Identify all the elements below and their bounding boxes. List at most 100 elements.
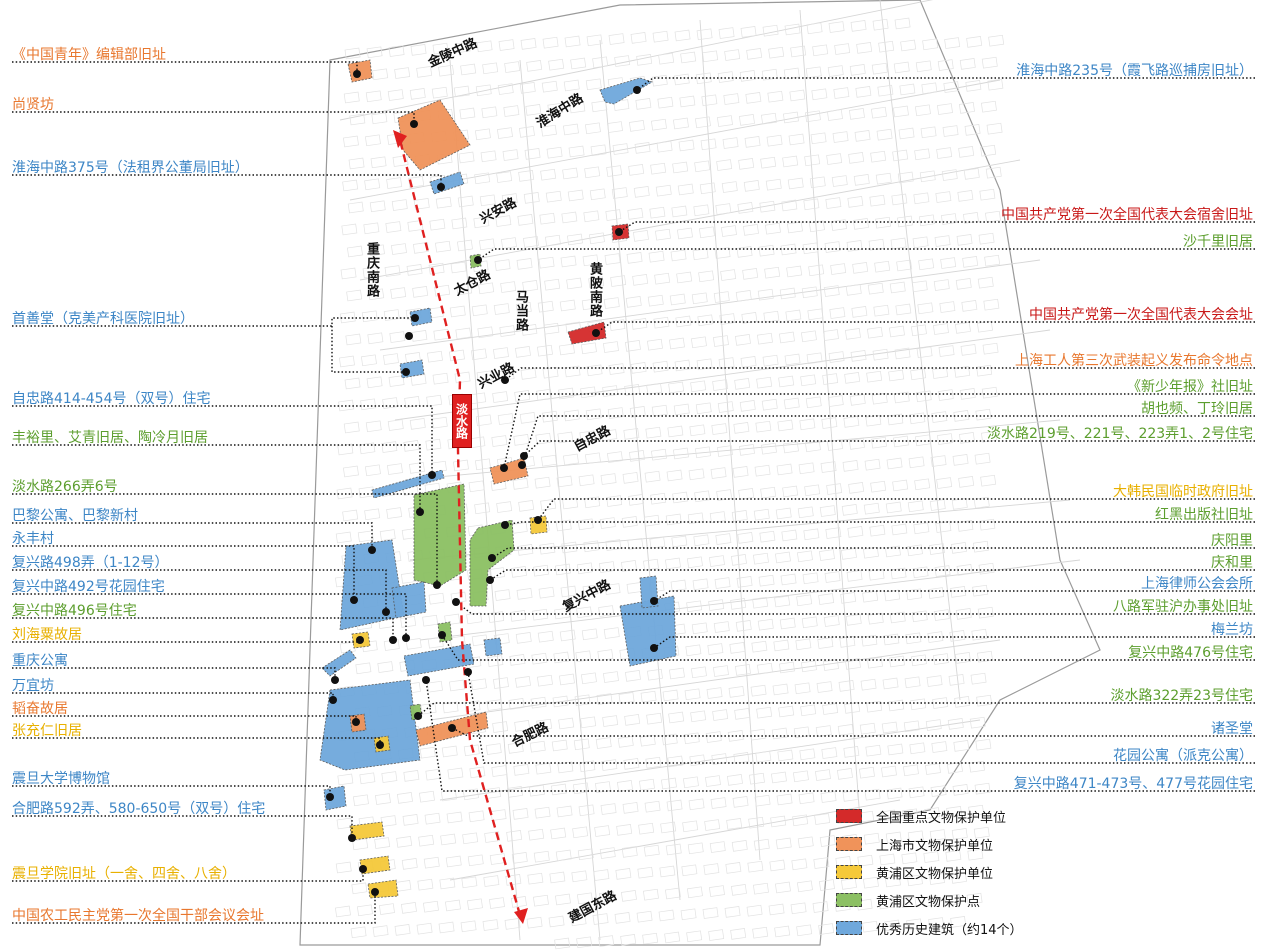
building-footprint [625, 670, 641, 682]
building-footprint [913, 522, 930, 535]
building-footprint [584, 166, 601, 179]
building-footprint [806, 22, 823, 35]
site-marker-dot [500, 464, 508, 472]
building-footprint [757, 662, 773, 675]
building-footprint [828, 21, 845, 33]
road-label-danshui: 淡水路 [452, 394, 472, 448]
building-footprint [974, 782, 991, 795]
building-footprint [501, 237, 517, 249]
building-footprint [510, 610, 527, 622]
building-footprint [666, 799, 683, 812]
building-footprint [515, 632, 532, 644]
building-footprint [825, 197, 842, 209]
building-footprint [481, 106, 498, 119]
site-label-left: 淡水路266弄6号 [12, 479, 118, 495]
parcel-aurora-museum [323, 785, 347, 811]
site-label-left: 万宜坊 [12, 678, 54, 694]
building-footprint [922, 38, 939, 51]
building-footprint [653, 316, 670, 329]
building-footprint [384, 265, 401, 277]
leader-left [12, 617, 394, 640]
building-footprint [736, 246, 753, 258]
site-marker-dot [411, 314, 419, 322]
building-footprint [616, 824, 633, 836]
building-footprint [873, 304, 890, 317]
site-marker-dot [438, 631, 446, 639]
building-footprint [400, 616, 417, 628]
building-footprint [950, 916, 967, 928]
building-footprint [505, 874, 522, 886]
building-footprint [747, 860, 764, 873]
building-footprint [435, 240, 451, 253]
building-footprint [566, 277, 583, 290]
parcel-zizhong-414 [371, 469, 445, 499]
building-footprint [381, 441, 398, 453]
building-footprint [703, 863, 720, 875]
legend-label: 黄浦区文物保护点 [876, 894, 981, 910]
building-footprint [534, 476, 551, 489]
building-footprint [944, 894, 961, 906]
building-footprint [379, 529, 396, 541]
building-footprint [475, 414, 492, 427]
building-footprint [361, 354, 377, 367]
site-label-right: 梅兰坊 [1211, 622, 1253, 638]
building-footprint [363, 222, 380, 235]
building-footprint [784, 353, 801, 366]
site-label-right: 花园公寓（派克公寓） [1113, 748, 1253, 764]
building-footprint [580, 716, 597, 729]
building-footprint [453, 459, 469, 472]
leader-right [653, 636, 1255, 649]
building-footprint [907, 544, 923, 557]
building-footprint [647, 668, 663, 681]
building-footprint [691, 292, 708, 305]
building-footprint [581, 298, 598, 311]
leader-left [12, 444, 421, 512]
building-footprint [716, 159, 733, 171]
building-footprint [802, 572, 819, 585]
building-footprint [843, 416, 860, 428]
building-footprint [708, 929, 725, 941]
site-marker-dot [410, 120, 418, 128]
building-footprint [979, 188, 996, 201]
site-marker-dot [416, 508, 424, 516]
building-footprint [726, 818, 743, 830]
building-footprint [612, 143, 629, 155]
building-footprint [866, 370, 883, 383]
building-footprint [450, 261, 467, 274]
site-label-right: 诸圣堂 [1211, 721, 1253, 737]
building-footprint [523, 236, 539, 248]
building-footprint [580, 386, 597, 399]
building-footprint [738, 488, 755, 500]
site-marker-dot [428, 471, 436, 479]
building-footprint [842, 790, 859, 802]
building-footprint [657, 96, 674, 109]
building-footprint [577, 892, 593, 905]
building-footprint [823, 329, 839, 341]
building-footprint [555, 849, 572, 862]
building-footprint [671, 535, 688, 548]
building-footprint [877, 84, 894, 97]
building-footprint [603, 627, 620, 639]
site-label-right: 中国共产党第一次全国代表大会宿舍旧址 [1001, 207, 1253, 223]
site-label-right: 中国共产党第一次全国代表大会会址 [1029, 307, 1253, 323]
building-footprint [602, 385, 619, 397]
building-footprint [801, 616, 818, 629]
building-footprint [559, 299, 576, 312]
building-footprint [557, 761, 574, 774]
building-footprint [447, 767, 464, 780]
building-footprint [586, 364, 603, 377]
building-footprint [686, 930, 703, 943]
building-footprint [529, 740, 546, 753]
building-footprint [988, 34, 1005, 47]
building-footprint [471, 348, 487, 361]
building-footprint [750, 684, 767, 697]
building-footprint [730, 598, 747, 610]
building-footprint [677, 227, 693, 240]
site-marker-dot [452, 598, 460, 606]
building-footprint [607, 451, 623, 463]
building-footprint [801, 660, 817, 673]
building-footprint [797, 880, 813, 893]
building-footprint [477, 326, 494, 339]
parcel-yongfeng [391, 581, 427, 619]
building-footprint [475, 84, 492, 97]
